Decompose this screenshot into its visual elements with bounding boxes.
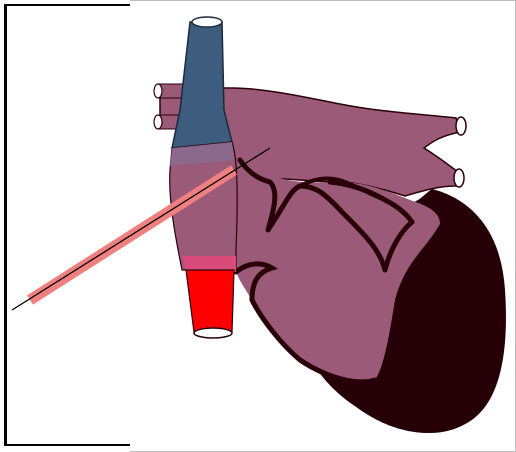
inferior-vena-cava-opening (194, 328, 232, 338)
left-vessel-lower-opening (154, 115, 162, 129)
superior-vena-cava-opening (192, 17, 222, 27)
left-vessel-upper-opening (154, 84, 162, 98)
pulmonary-vein-lower-opening (454, 169, 464, 187)
inferior-vena-cava (186, 270, 234, 332)
pulmonary-vein-upper-opening (456, 117, 466, 135)
